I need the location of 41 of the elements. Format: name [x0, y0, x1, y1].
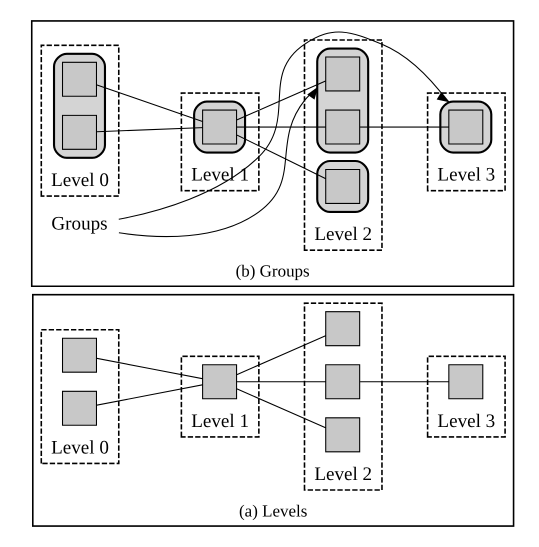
- node-box: [61, 62, 96, 97]
- node-box: [324, 364, 360, 400]
- connector: [236, 335, 326, 376]
- cluster: Level 2: [303, 39, 382, 251]
- arrow: [118, 86, 318, 238]
- node-box: [324, 311, 360, 346]
- cluster: Level 0: [40, 328, 120, 464]
- node-box: [448, 110, 483, 145]
- node-text: Groups: [50, 213, 108, 234]
- connector: [360, 126, 448, 128]
- node-box: [324, 168, 360, 204]
- connector: [236, 134, 326, 180]
- connector: [236, 381, 326, 382]
- connector: [96, 84, 202, 122]
- connector: [360, 381, 448, 382]
- connector: [236, 388, 326, 428]
- cluster: [192, 100, 246, 154]
- node-box: [324, 417, 360, 452]
- cluster: Level 0: [40, 44, 120, 197]
- node-box: [61, 338, 96, 373]
- arrow: [118, 32, 450, 220]
- cluster: Level 1: [180, 92, 260, 192]
- cluster: Level 3: [426, 355, 506, 438]
- node-box: [202, 364, 237, 400]
- cluster: Level 2: [303, 302, 382, 491]
- node-box: [324, 110, 360, 145]
- node-box: [202, 110, 237, 145]
- connector: [96, 358, 202, 380]
- node-box: [448, 364, 483, 400]
- cluster: [316, 160, 369, 213]
- connector: [96, 384, 202, 406]
- connector: [96, 127, 202, 132]
- cluster: [316, 47, 369, 154]
- node-box: [61, 390, 96, 426]
- node-box: [61, 114, 96, 150]
- cluster: Level 1: [180, 355, 260, 438]
- connector: [236, 126, 326, 128]
- connector: [236, 80, 326, 120]
- node-box: [324, 56, 360, 92]
- cluster: [52, 52, 106, 159]
- cluster: [438, 100, 492, 154]
